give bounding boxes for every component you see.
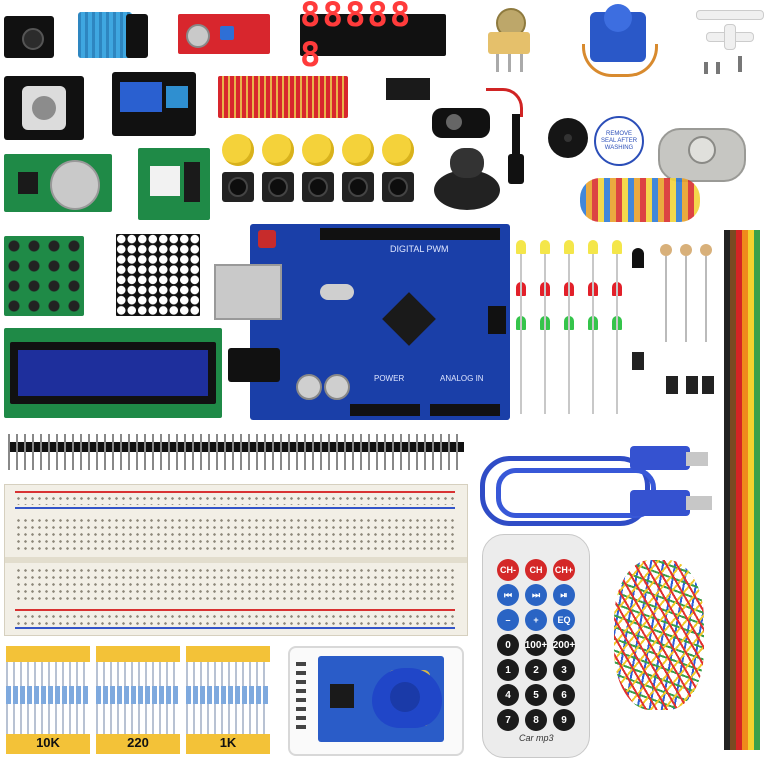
microphone-icon xyxy=(186,24,210,48)
remote-button[interactable]: 6 xyxy=(553,684,575,706)
remote-button[interactable]: 100+ xyxy=(525,634,547,656)
reset-button xyxy=(258,230,276,248)
usb-port xyxy=(214,264,282,320)
ir-receiver xyxy=(632,248,644,268)
remote-button[interactable]: CH- xyxy=(497,559,519,581)
capacitor-1 xyxy=(296,374,322,400)
potentiometer xyxy=(488,8,530,72)
remote-button[interactable]: 1 xyxy=(497,659,519,681)
led-array xyxy=(516,240,628,420)
seven-segment-display: 88888 8 xyxy=(300,0,446,75)
resistor-pack-10k: 10K xyxy=(6,646,90,754)
ribbon-wire-brown xyxy=(730,230,736,750)
lcd-1602-module xyxy=(4,328,222,418)
resistor-label-10k: 10K xyxy=(6,734,90,754)
remote-button[interactable]: 8 xyxy=(525,709,547,731)
remote-button[interactable]: 2 xyxy=(525,659,547,681)
crystal xyxy=(320,284,354,300)
dht11-sensor xyxy=(78,12,132,58)
ribbon-wire-yellow xyxy=(748,230,754,750)
resistor-label-1k: 1K xyxy=(186,734,270,754)
ir-receiver-module xyxy=(4,16,54,58)
pin-header-strip xyxy=(8,434,464,470)
remote-button[interactable]: ⏮ xyxy=(497,584,519,606)
remote-button[interactable]: ⏭ xyxy=(525,584,547,606)
led-matrix xyxy=(116,234,200,316)
power-jack xyxy=(228,348,280,382)
remote-button[interactable]: CH xyxy=(525,559,547,581)
sound-sensor-module xyxy=(178,14,270,54)
buzzer-sticker: REMOVE SEAL AFTER WASHING xyxy=(594,116,644,166)
uno-board: DIGITAL PWM POWER ANALOG IN xyxy=(214,224,510,420)
buzzer xyxy=(548,118,588,158)
transistors xyxy=(632,352,716,428)
power-label: POWER xyxy=(374,374,405,383)
joystick-module xyxy=(4,76,84,140)
microcontroller-chip xyxy=(382,292,436,346)
remote-button[interactable]: 0 xyxy=(497,634,519,656)
button-keypad xyxy=(4,236,84,316)
usb-cable xyxy=(480,446,712,530)
resistor-label-220: 220 xyxy=(96,734,180,754)
remote-button[interactable]: – xyxy=(497,609,519,631)
ribbon-wire-black xyxy=(724,230,730,750)
resistor-pack-1k: 1K xyxy=(186,646,270,754)
remote-button[interactable]: 9 xyxy=(553,709,575,731)
servo-motor xyxy=(582,4,658,77)
remote-button[interactable]: 5 xyxy=(525,684,547,706)
water-level-sensor xyxy=(218,76,348,118)
joystick-cap xyxy=(434,148,500,212)
capacitor-2 xyxy=(324,374,350,400)
remote-button[interactable]: + xyxy=(525,609,547,631)
digital-header xyxy=(320,228,500,240)
remote-button[interactable]: 200+ xyxy=(553,634,575,656)
remote-button[interactable]: CH+ xyxy=(553,559,575,581)
remote-brand: Car mp3 xyxy=(519,733,554,743)
relay-module xyxy=(112,72,196,136)
stepper-driver-board xyxy=(138,148,210,220)
breadboard xyxy=(4,484,468,636)
analog-header xyxy=(430,404,500,416)
tactile-buttons xyxy=(222,172,418,204)
rfid-key-fob xyxy=(372,668,442,728)
analog-label: ANALOG IN xyxy=(440,374,484,383)
remote-button[interactable]: 7 xyxy=(497,709,519,731)
stepper-motor xyxy=(650,122,750,192)
potentiometer-icon xyxy=(220,26,234,40)
sensor-dome xyxy=(22,28,44,50)
stepper-cable xyxy=(580,178,700,222)
remote-button[interactable]: ⏯ xyxy=(553,584,575,606)
battery-clip xyxy=(432,84,532,194)
photoresistors xyxy=(660,244,716,344)
icsp-header xyxy=(488,306,506,334)
ribbon-wire-red xyxy=(736,230,742,750)
shift-register-ic xyxy=(386,78,430,100)
rfid-pin-header xyxy=(296,662,306,732)
digital-label: DIGITAL PWM xyxy=(390,244,449,254)
dht11-board xyxy=(126,14,148,58)
sticker-text: REMOVE SEAL AFTER WASHING xyxy=(600,130,638,151)
resistor-pack-220: 220 xyxy=(96,646,180,754)
rtc-module xyxy=(4,154,112,212)
jumper-wire-bundle xyxy=(604,540,716,730)
ribbon-wire-green xyxy=(754,230,760,750)
power-header xyxy=(350,404,420,416)
servo-horns xyxy=(696,4,764,80)
remote-button[interactable]: 3 xyxy=(553,659,575,681)
remote-button[interactable]: EQ xyxy=(553,609,575,631)
yellow-button-caps xyxy=(222,134,418,170)
remote-button[interactable]: 4 xyxy=(497,684,519,706)
ribbon-wire-orange xyxy=(742,230,748,750)
